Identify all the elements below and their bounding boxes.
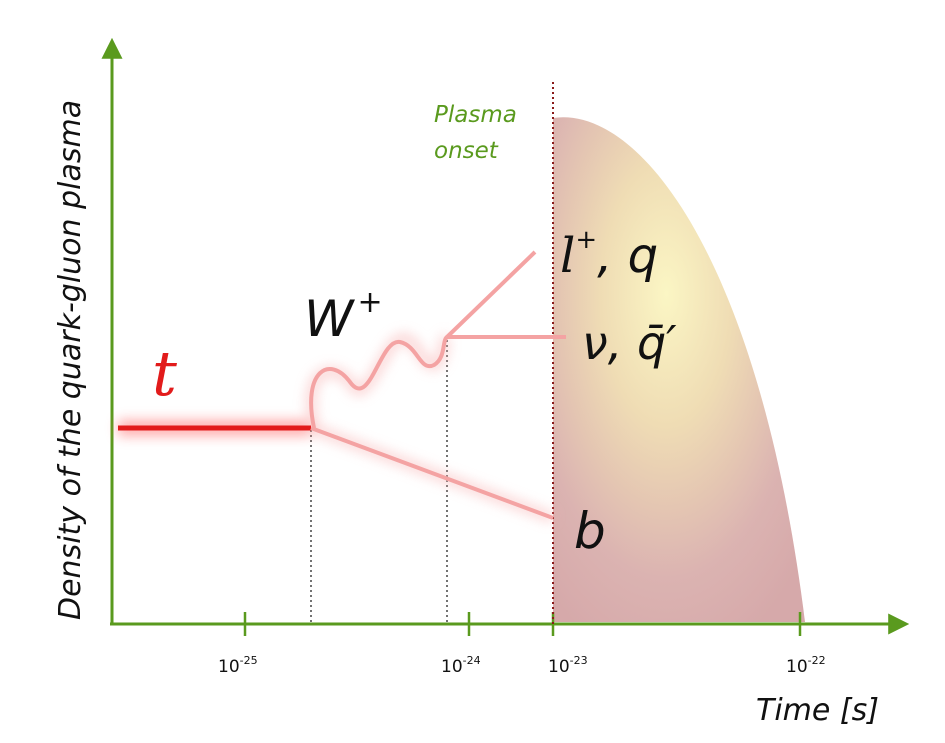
label-lepton-quark: l+, q [560, 225, 658, 284]
tick-label-1e-25: 10-25 [218, 654, 258, 677]
bottom-quark-line [310, 426, 554, 520]
w-boson-line [309, 335, 449, 429]
x-axis-title: Time [s] [756, 693, 879, 728]
label-w-boson: W+ [304, 285, 383, 348]
tick-label-1e-23: 10-23 [548, 654, 588, 677]
plasma-onset-label: Plasma [434, 102, 517, 128]
lepton-line [445, 250, 537, 339]
y-axis-title: Density of the quark-gluon plasma [53, 100, 88, 620]
tick-label-1e-24: 10-24 [441, 654, 481, 677]
plasma-region [553, 117, 805, 623]
label-top: t [152, 337, 177, 410]
tick-label-1e-22: 10-22 [786, 654, 826, 677]
label-neutrino-antiquark: ν, q̄′ [582, 316, 677, 370]
label-bottom: b [574, 502, 606, 560]
plasma-onset-label-2: onset [434, 138, 499, 164]
